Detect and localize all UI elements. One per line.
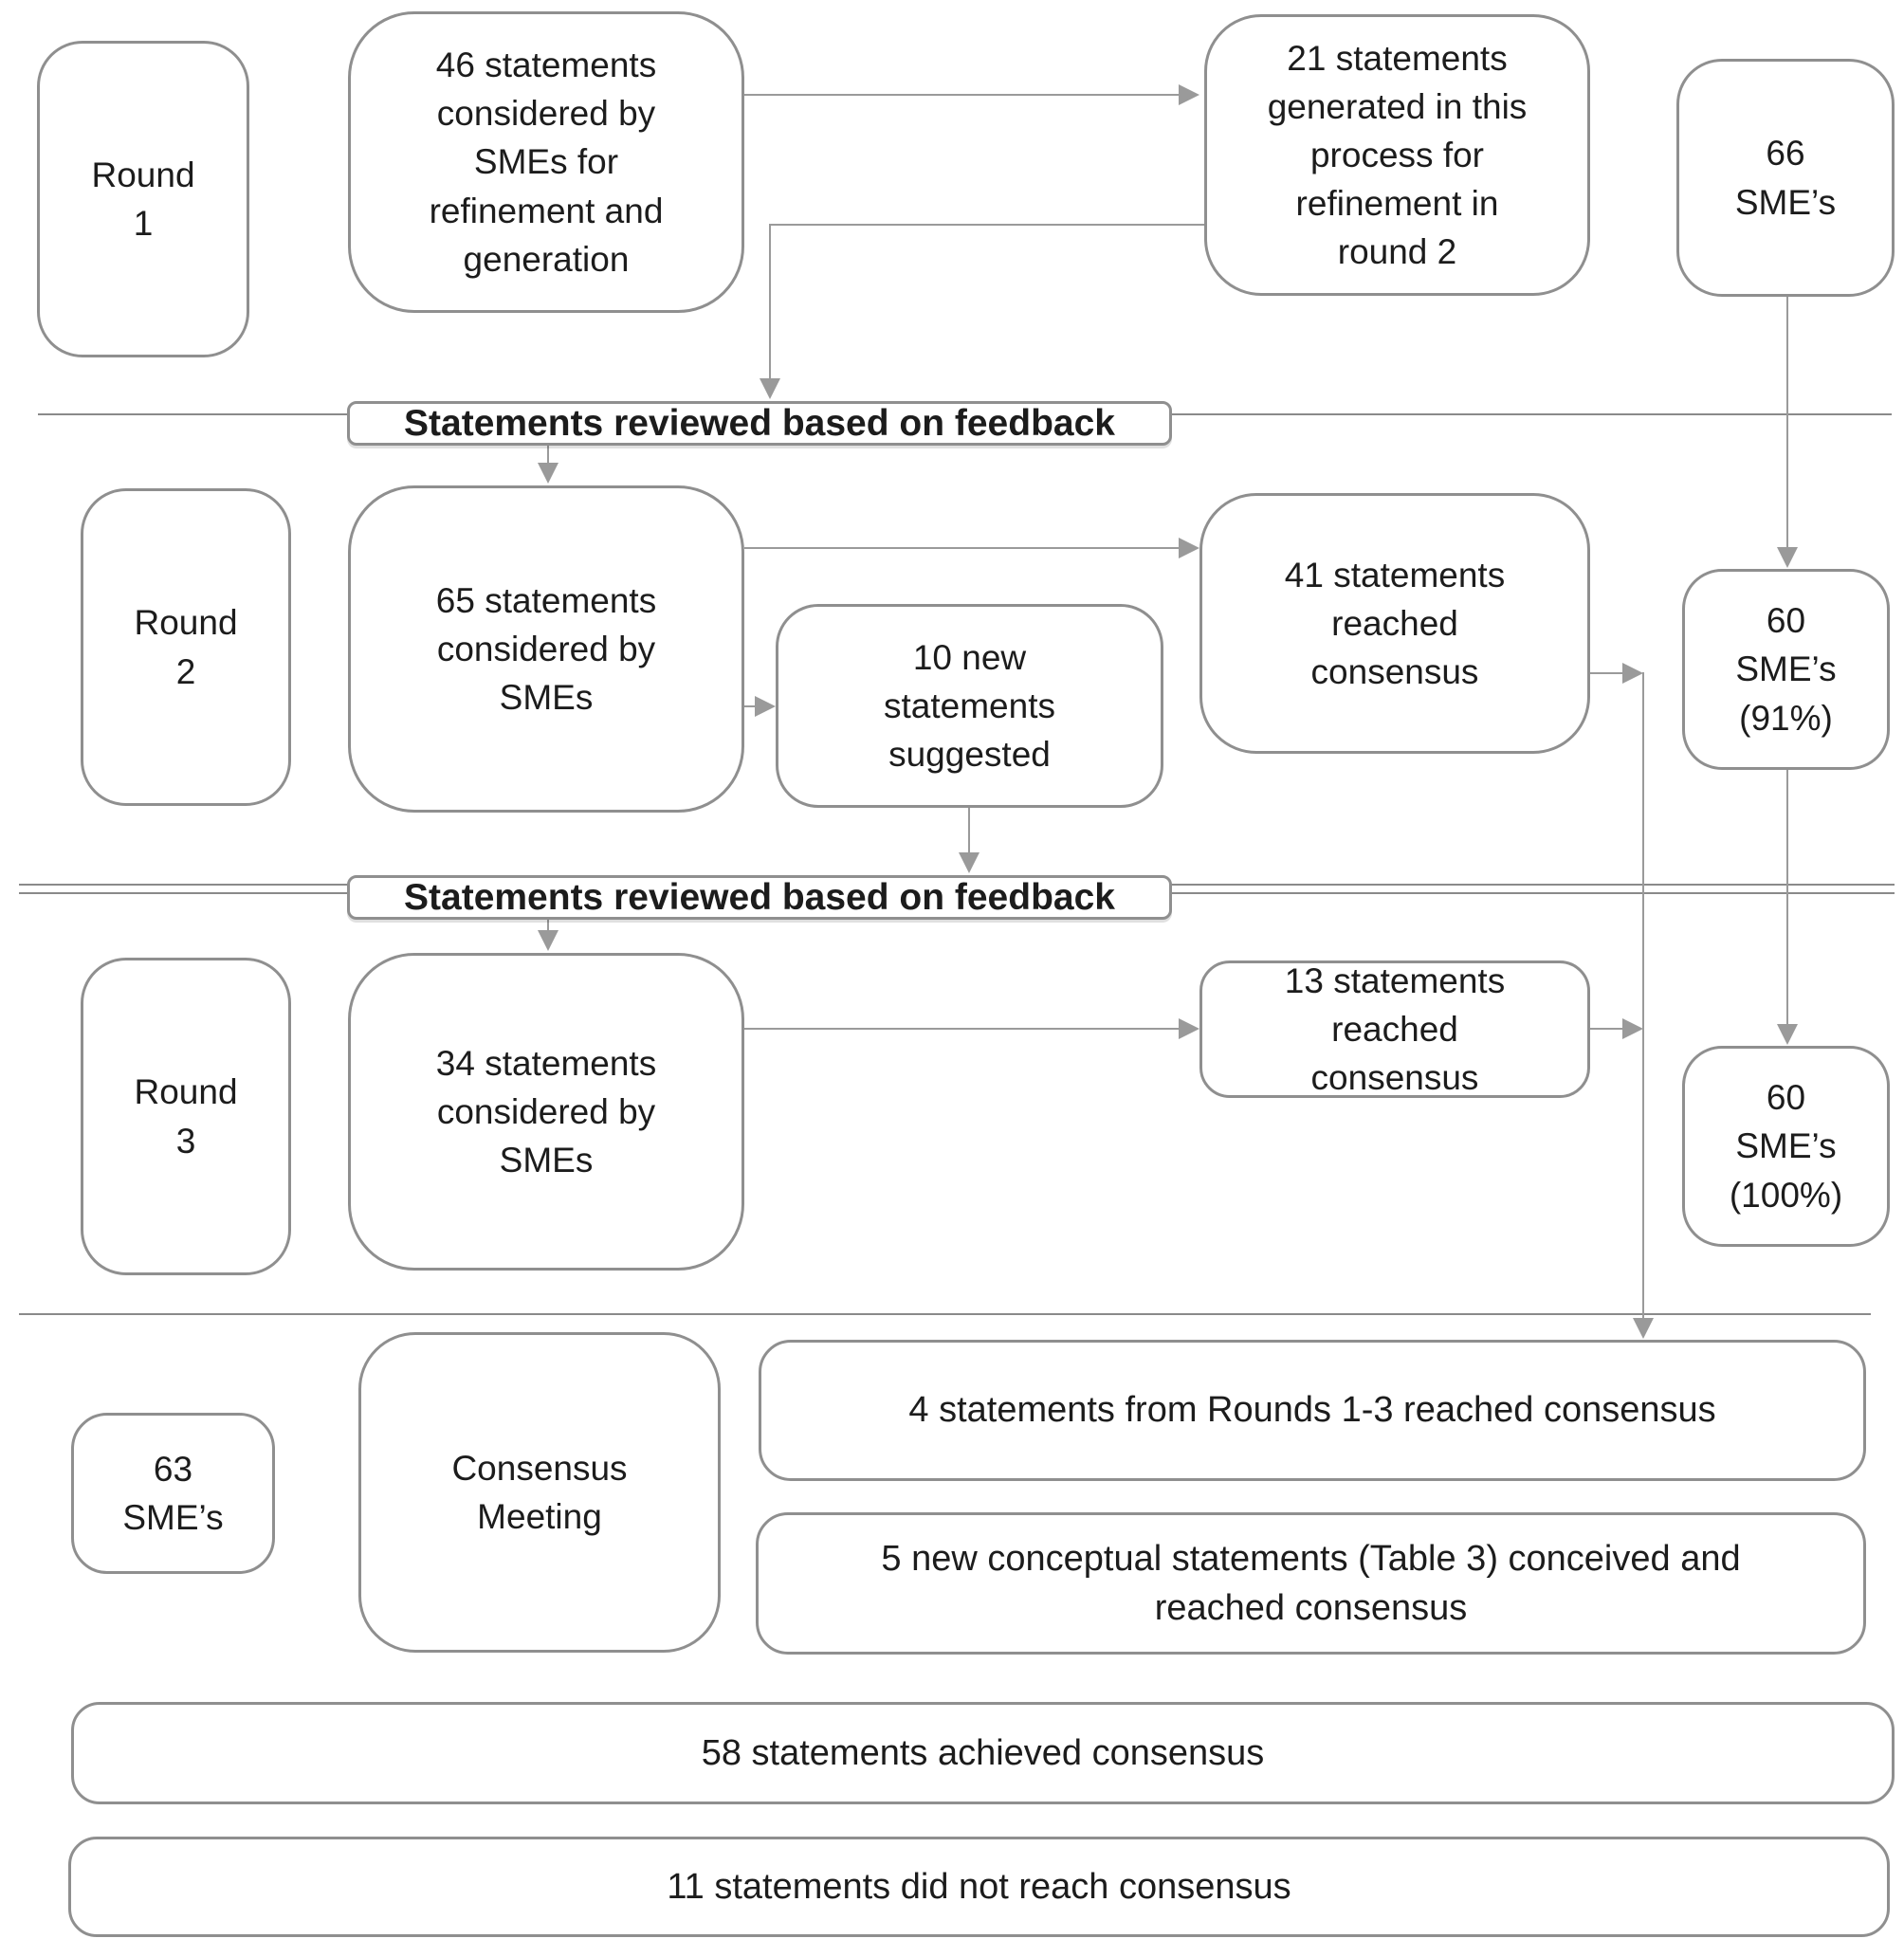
connector-21-elbow-horizontal [770, 224, 1204, 226]
box-13-consensus: 13 statements reached consensus [1199, 960, 1590, 1098]
connector-reviewbar2-to-34 [547, 920, 549, 933]
arrowhead-collector-to-box4 [1633, 1318, 1654, 1339]
box-63-smes: 63 SME’s [71, 1413, 275, 1574]
arrowhead-reviewbar2-to-34 [538, 930, 558, 951]
arrowhead-41-to-collector [1622, 663, 1643, 684]
round-1-label-box: Round 1 [37, 41, 249, 357]
box-60-smes-91: 60 SME’s (91%) [1682, 569, 1890, 770]
review-bar-2: Statements reviewed based on feedback [347, 875, 1172, 920]
arrowhead-13-to-collector [1622, 1018, 1643, 1039]
round-2-label-box: Round 2 [81, 488, 291, 806]
arrowhead-reviewbar1-to-65 [538, 463, 558, 484]
connector-collector-vertical [1642, 672, 1644, 1318]
bar-11-not-reach-consensus: 11 statements did not reach consensus [68, 1837, 1890, 1937]
bar-58-achieved-consensus: 58 statements achieved consensus [71, 1702, 1895, 1804]
box-5-new-conceptual: 5 new conceptual statements (Table 3) co… [756, 1512, 1866, 1655]
arrowhead-34-to-13 [1179, 1018, 1199, 1039]
arrowhead-65-to-41 [1179, 538, 1199, 558]
box-65-statements: 65 statements considered by SMEs [348, 485, 744, 813]
connector-46-to-21 [744, 94, 1179, 96]
box-10-new-statements: 10 new statements suggested [776, 604, 1163, 808]
connector-65-to-10 [744, 705, 758, 707]
box-consensus-meeting: Consensus Meeting [358, 1332, 721, 1653]
connector-10-to-reviewbar2 [968, 808, 970, 855]
box-4-statements-rounds: 4 statements from Rounds 1-3 reached con… [759, 1340, 1866, 1481]
box-34-statements: 34 statements considered by SMEs [348, 953, 744, 1271]
arrowhead-21-to-reviewbar1 [760, 378, 780, 399]
connector-41-to-collector [1590, 672, 1622, 674]
connector-21-elbow-vertical [769, 224, 771, 378]
arrowhead-60a-to-60b [1777, 1024, 1798, 1045]
box-66-smes: 66 SME’s [1676, 59, 1895, 297]
connector-13-to-collector [1590, 1028, 1622, 1030]
box-60-smes-100: 60 SME’s (100%) [1682, 1046, 1890, 1247]
section-divider-3 [19, 1313, 1871, 1315]
box-46-statements: 46 statements considered by SMEs for ref… [348, 11, 744, 313]
connector-34-to-13 [744, 1028, 1179, 1030]
connector-66-to-60a [1786, 297, 1788, 547]
connector-60a-to-60b [1786, 770, 1788, 1024]
box-41-consensus: 41 statements reached consensus [1199, 493, 1590, 754]
arrowhead-10-to-reviewbar2 [959, 852, 979, 873]
arrowhead-65-to-10 [755, 696, 776, 717]
arrowhead-66-to-60a [1777, 547, 1798, 568]
connector-reviewbar1-to-65 [547, 446, 549, 465]
box-21-statements: 21 statements generated in this process … [1204, 14, 1590, 296]
review-bar-1: Statements reviewed based on feedback [347, 401, 1172, 446]
arrowhead-46-to-21 [1179, 84, 1199, 105]
connector-65-to-41 [744, 547, 1179, 549]
round-3-label-box: Round 3 [81, 958, 291, 1275]
